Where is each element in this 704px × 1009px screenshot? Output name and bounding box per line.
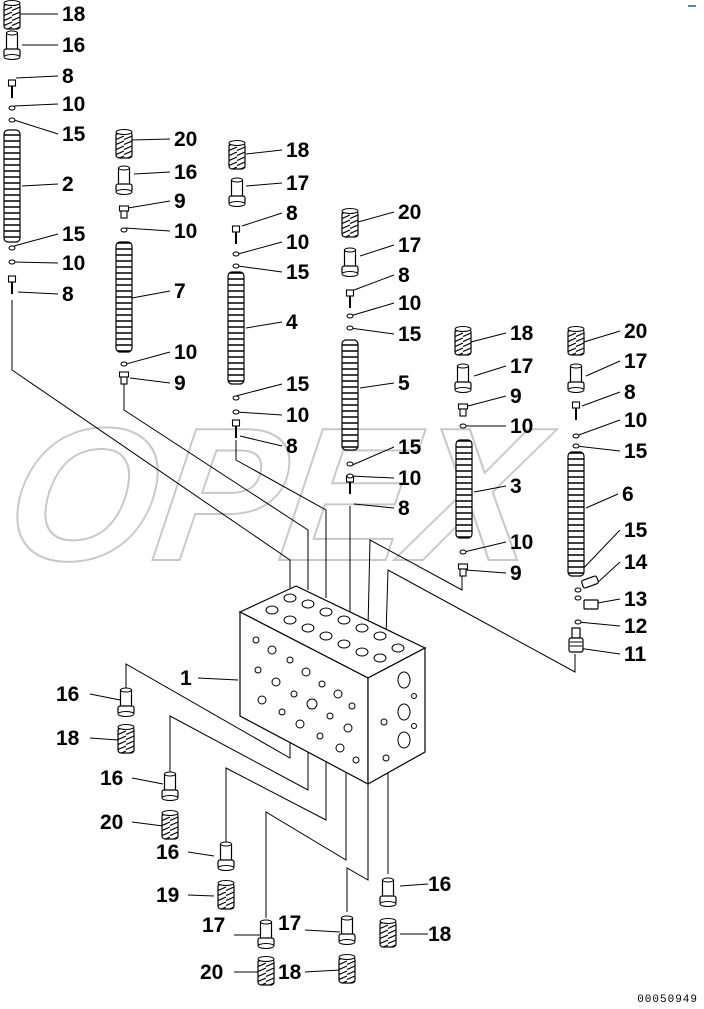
callout-9: 9 bbox=[510, 385, 522, 408]
callout-16: 16 bbox=[56, 683, 79, 706]
callout-10: 10 bbox=[624, 409, 647, 432]
leader-lines bbox=[13, 13, 621, 973]
callout-10: 10 bbox=[286, 404, 309, 427]
callout-20: 20 bbox=[100, 811, 123, 834]
valve-body bbox=[238, 585, 427, 786]
callout-16: 16 bbox=[100, 767, 123, 790]
callouts: 18 16 8 10 15 2 15 10 8 20 16 9 10 7 10 … bbox=[56, 3, 648, 984]
callout-10: 10 bbox=[174, 220, 197, 243]
callout-17: 17 bbox=[286, 172, 309, 195]
callout-19: 19 bbox=[156, 884, 179, 907]
callout-13: 13 bbox=[624, 588, 647, 611]
callout-9: 9 bbox=[510, 562, 522, 585]
callout-5: 5 bbox=[398, 372, 410, 395]
watermark-text: OPEX bbox=[0, 389, 563, 601]
callout-4: 4 bbox=[286, 311, 298, 334]
callout-10: 10 bbox=[510, 531, 533, 554]
callout-20: 20 bbox=[174, 128, 197, 151]
callout-20: 20 bbox=[200, 961, 223, 984]
callout-15: 15 bbox=[62, 123, 86, 146]
callout-10: 10 bbox=[398, 467, 421, 490]
callout-8: 8 bbox=[62, 283, 74, 306]
callout-8: 8 bbox=[624, 381, 636, 404]
callout-10: 10 bbox=[62, 252, 85, 275]
callout-16: 16 bbox=[62, 34, 85, 57]
callout-16: 16 bbox=[156, 841, 179, 864]
callout-2: 2 bbox=[62, 173, 74, 196]
callout-11: 11 bbox=[624, 643, 647, 666]
callout-10: 10 bbox=[174, 341, 197, 364]
callout-8: 8 bbox=[62, 65, 74, 88]
callout-8: 8 bbox=[398, 264, 410, 287]
callout-15: 15 bbox=[286, 261, 310, 284]
callout-16: 16 bbox=[428, 873, 451, 896]
callout-10: 10 bbox=[510, 415, 533, 438]
callout-18: 18 bbox=[278, 961, 302, 984]
callout-1: 1 bbox=[180, 667, 192, 690]
callout-8: 8 bbox=[286, 435, 298, 458]
callout-17: 17 bbox=[398, 234, 421, 257]
callout-9: 9 bbox=[174, 190, 186, 213]
callout-18: 18 bbox=[286, 139, 310, 162]
callout-10: 10 bbox=[398, 292, 421, 315]
callout-10: 10 bbox=[62, 93, 85, 116]
callout-15: 15 bbox=[624, 440, 648, 463]
callout-8: 8 bbox=[286, 202, 298, 225]
callout-20: 20 bbox=[624, 320, 647, 343]
callout-15: 15 bbox=[286, 373, 310, 396]
callout-18: 18 bbox=[62, 3, 86, 26]
watermark: OPEX bbox=[0, 388, 564, 602]
callout-14: 14 bbox=[624, 551, 648, 574]
callout-17: 17 bbox=[624, 350, 647, 373]
callout-20: 20 bbox=[398, 201, 421, 224]
callout-17: 17 bbox=[510, 355, 533, 378]
callout-12: 12 bbox=[624, 615, 647, 638]
spools bbox=[3, 129, 585, 577]
callout-15: 15 bbox=[398, 436, 422, 459]
callout-7: 7 bbox=[174, 280, 186, 303]
callout-15: 15 bbox=[398, 323, 422, 346]
callout-10: 10 bbox=[286, 231, 309, 254]
callout-17: 17 bbox=[202, 914, 225, 937]
callout-15: 15 bbox=[624, 519, 648, 542]
relief-valve-parts bbox=[568, 575, 599, 653]
drawing-code: 00050949 bbox=[637, 994, 698, 1006]
callout-6: 6 bbox=[622, 483, 634, 506]
callout-15: 15 bbox=[62, 223, 86, 246]
callout-18: 18 bbox=[56, 727, 80, 750]
callout-17: 17 bbox=[278, 912, 301, 935]
callout-3: 3 bbox=[510, 475, 522, 498]
callout-16: 16 bbox=[174, 161, 197, 184]
callout-9: 9 bbox=[174, 372, 186, 395]
callout-18: 18 bbox=[510, 322, 534, 345]
callout-18: 18 bbox=[428, 923, 452, 946]
callout-8: 8 bbox=[398, 497, 410, 520]
